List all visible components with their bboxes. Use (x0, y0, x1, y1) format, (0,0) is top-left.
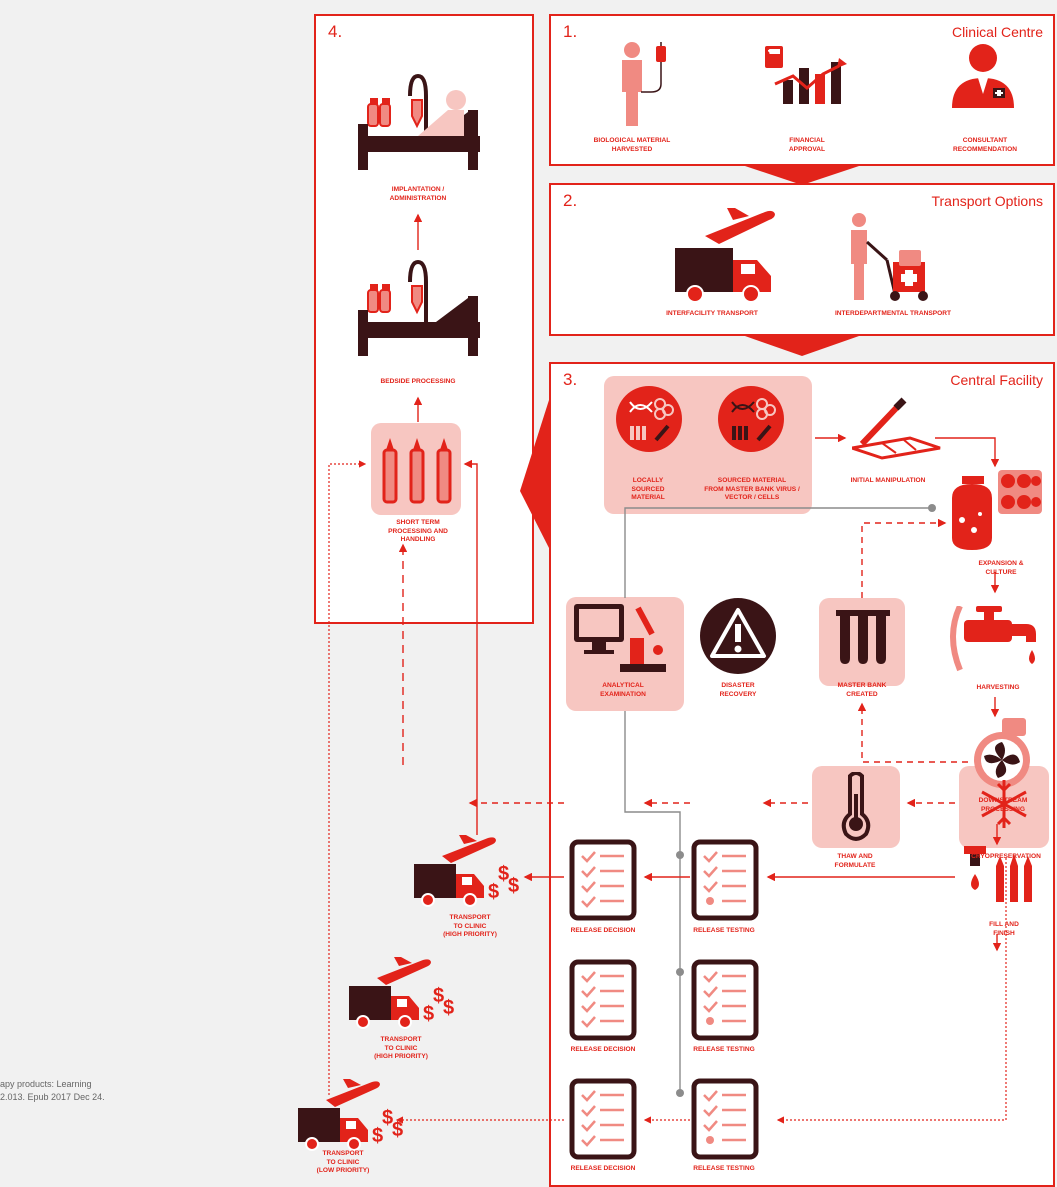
label-release-decision-2: RELEASE DECISION (570, 1046, 636, 1053)
label-thaw: THAW AND FORMULATE (834, 853, 876, 869)
label-release-testing-1: RELEASE TESTING (693, 927, 755, 934)
computer-microscope-icon (574, 604, 666, 672)
svg-text:$: $ (433, 985, 444, 1007)
label-implantation: IMPLANTATION / ADMINISTRATION (389, 186, 447, 202)
label-master-bank: MASTER BANK CREATED (837, 682, 887, 698)
svg-text:$: $ (443, 997, 454, 1019)
culture-vessel-icon (952, 470, 1042, 550)
label-release-testing-3: RELEASE TESTING (693, 1165, 755, 1172)
panel-1-number: 1. (563, 22, 578, 41)
svg-text:$: $ (382, 1107, 393, 1129)
label-interdepartmental: INTERDEPARTMENTAL TRANSPORT (834, 310, 952, 317)
label-transport-high-2: TRANSPORT TO CLINIC (HIGH PRIORITY) (374, 1036, 428, 1061)
patient-iv-icon (622, 42, 666, 126)
vials-dropper-icon (964, 846, 1032, 902)
svg-text:$: $ (488, 881, 499, 903)
label-release-testing-2: RELEASE TESTING (693, 1046, 755, 1053)
svg-text:$: $ (498, 863, 509, 885)
thermometer-icon (841, 772, 871, 841)
test-tubes-icon (836, 610, 890, 664)
label-transport-low: TRANSPORT TO CLINIC (LOW PRIORITY) (316, 1150, 370, 1175)
panel-4-number: 4. (328, 22, 343, 41)
bed-icon (358, 259, 480, 356)
label-analytical: ANALYTICAL EXAMINATION (600, 682, 646, 698)
svg-text:$: $ (392, 1119, 403, 1141)
label-initial-manipulation: INITIAL MANIPULATION (850, 477, 926, 484)
panel-2-transport-options: 2. Transport Options (549, 183, 1055, 336)
master-bank-source-icon (718, 386, 784, 452)
label-downstream: DOWNSTREAM PROCESSING (978, 797, 1028, 813)
centrifuge-icon (974, 718, 1030, 788)
chevron-1-2 (745, 166, 859, 185)
label-harvesting: HARVESTING (976, 684, 1020, 691)
snowflake-icon (981, 780, 1027, 828)
panel-3-number: 3. (563, 370, 578, 389)
truck-plane-icon (675, 208, 775, 302)
person-trolley-icon (851, 213, 928, 301)
svg-text:$: $ (765, 45, 770, 59)
financial-chart-icon: $ (765, 45, 847, 104)
bed-patient-icon (358, 73, 480, 170)
label-cryo: CRYOPRESERVATION (971, 853, 1041, 860)
label-bedside: BEDSIDE PROCESSING (380, 378, 456, 385)
label-financial-approval: FINANCIAL APPROVAL (788, 137, 826, 153)
label-consultant: CONSULTANT RECOMMENDATION (953, 137, 1017, 153)
warning-icon (700, 598, 776, 674)
consultant-icon (952, 44, 1014, 108)
label-locally-sourced: LOCALLY SOURCED MATERIAL (631, 477, 665, 502)
panel-2-number: 2. (563, 191, 578, 210)
svg-text:$: $ (372, 1125, 383, 1147)
truck-plane-dollar-icon: $ $ $ (414, 835, 519, 907)
panel-1-title: Clinical Centre (951, 24, 1043, 40)
clipboard-dot-icon (691, 1078, 759, 1160)
clipboard-icon (569, 1078, 637, 1160)
ampoules-icon (382, 438, 452, 504)
label-sourced-master: SOURCED MATERIAL FROM MASTER BANK VIRUS … (704, 477, 800, 502)
label-disaster: DISASTER RECOVERY (719, 682, 757, 698)
label-fill-finish: FILL AND FINISH (989, 921, 1019, 937)
svg-text:$: $ (423, 1003, 434, 1025)
truck-plane-dollar-icon: $ $ $ (349, 957, 454, 1029)
clipboard-dot-icon (691, 839, 759, 921)
panel-2-title: Transport Options (931, 193, 1043, 209)
label-expansion: EXPANSION & CULTURE (978, 560, 1024, 576)
pipette-tray-icon (852, 397, 941, 460)
truck-plane-dollar-icon: $ $ $ (298, 1079, 403, 1151)
clipboard-icon (569, 959, 637, 1041)
label-release-decision-3: RELEASE DECISION (570, 1165, 636, 1172)
svg-text:$: $ (508, 875, 519, 897)
clipboard-dot-icon (691, 959, 759, 1041)
citation-text: apy products: Learning 2.013. Epub 2017 … (0, 1079, 105, 1102)
label-transport-high-1: TRANSPORT TO CLINIC (HIGH PRIORITY) (443, 914, 497, 939)
clipboard-icon (569, 839, 637, 921)
label-short-term: SHORT TERM PROCESSING AND HANDLING (388, 519, 448, 544)
chevron-3-4 (520, 400, 549, 548)
label-interfacility: INTERFACILITY TRANSPORT (666, 310, 758, 317)
tap-icon (950, 606, 1036, 672)
label-biological-material: BIOLOGICAL MATERIAL HARVESTED (593, 137, 671, 153)
chevron-2-3 (745, 336, 859, 356)
label-release-decision-1: RELEASE DECISION (570, 927, 636, 934)
panel-3-title: Central Facility (950, 372, 1043, 388)
locally-sourced-icon (616, 386, 682, 452)
